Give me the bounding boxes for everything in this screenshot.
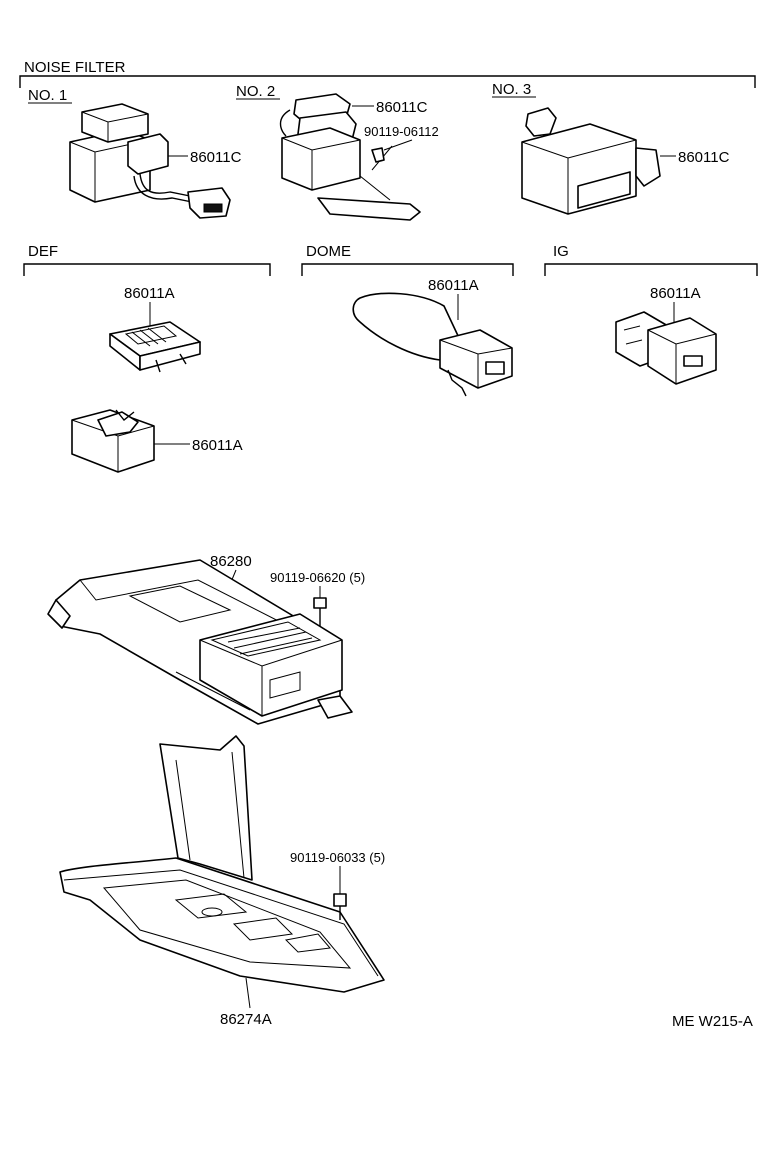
bracket-lower-illustration (59, 735, 385, 993)
no1-label: NO. 1 (28, 87, 67, 104)
bracket-lower-leader (245, 977, 251, 1009)
section-title: NOISE FILTER (24, 59, 126, 76)
def-filter-b-illustration (71, 409, 155, 473)
ig-part-number: 86011A (650, 285, 701, 302)
no3-filter-illustration (521, 107, 661, 215)
no2-filter-illustration (279, 93, 421, 221)
dome-label: DOME (306, 243, 351, 260)
def-b-part-number: 86011A (192, 437, 243, 454)
bolt-lower-illustration (333, 893, 347, 920)
dome-bracket (301, 263, 514, 276)
bolt-lower-part-number: 90119-06033 (5) (290, 850, 385, 865)
no2-bolt-leader (383, 139, 413, 151)
bracket-upper-illustration (47, 559, 353, 725)
no3-part-number: 86011C (678, 149, 730, 166)
no2-bolt-illustration (371, 147, 385, 163)
ig-filter-illustration (615, 311, 717, 385)
def-a-part-number: 86011A (124, 285, 175, 302)
diagram-reference: ME W215-A (672, 1013, 753, 1030)
no1-part-number: 86011C (190, 149, 242, 166)
bolt-upper-illustration (313, 597, 327, 626)
dome-filter-illustration (352, 292, 513, 397)
no2-bolt-part-number: 90119-06112 (364, 124, 439, 139)
dome-part-number: 86011A (428, 277, 479, 294)
bracket-upper-part-number: 86280 (210, 553, 252, 570)
def-label: DEF (28, 243, 58, 260)
no3-label: NO. 3 (492, 81, 531, 98)
no2-part-number: 86011C (376, 99, 428, 116)
no1-filter-illustration (69, 103, 231, 219)
ig-bracket (544, 263, 758, 276)
def-filter-a-illustration (109, 321, 201, 373)
no2-label: NO. 2 (236, 83, 275, 100)
bracket-lower-part-number: 86274A (220, 1011, 272, 1028)
noise-filter-bracket (19, 75, 756, 88)
def-bracket (23, 263, 271, 276)
ig-label: IG (553, 243, 569, 260)
bolt-upper-part-number: 90119-06620 (5) (270, 570, 365, 585)
